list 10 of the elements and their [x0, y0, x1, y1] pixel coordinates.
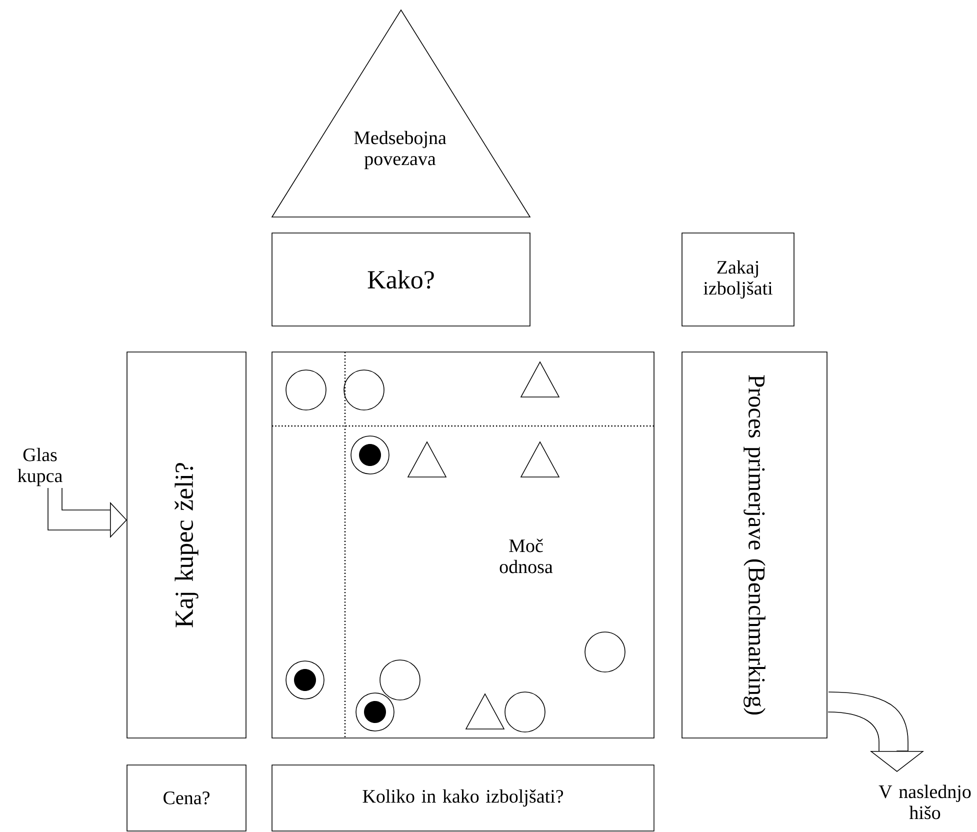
- block-arrow: [828, 692, 924, 772]
- matrix-box: Moč odnosa: [272, 352, 654, 738]
- text-label: V naslednjo hišo: [878, 784, 971, 820]
- text-label: Glas kupca: [18, 448, 62, 486]
- text-box: Kako?: [272, 232, 530, 326]
- text-box: Koliko in kako izboljšati?: [272, 764, 654, 832]
- text-box: Cena?: [126, 764, 246, 832]
- text-box: Zakaj izboljšati: [682, 232, 794, 326]
- text-box: Kaj kupec želi?: [126, 352, 246, 738]
- text-box: Proces primerjave (Benchmarking): [682, 352, 828, 738]
